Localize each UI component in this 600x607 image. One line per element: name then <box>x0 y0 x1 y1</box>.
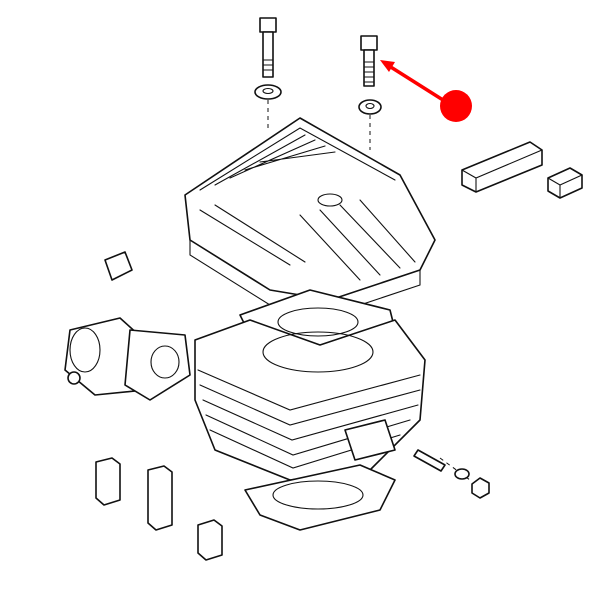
exhaust-washer[interactable] <box>454 468 470 480</box>
intake-bracket[interactable] <box>104 251 133 281</box>
fin-damper-1[interactable] <box>95 457 121 506</box>
exhaust-port <box>344 419 396 461</box>
washer-left[interactable] <box>254 84 282 100</box>
intake-nut[interactable] <box>67 371 81 385</box>
fin-damper-long[interactable] <box>461 141 543 193</box>
pointer-arrow-line <box>385 62 444 102</box>
washer-right[interactable] <box>358 99 382 115</box>
fin-damper-2[interactable] <box>147 465 173 531</box>
fin-damper-3[interactable] <box>197 519 223 561</box>
pointer-arrowhead-icon <box>380 60 395 72</box>
exhaust-stud[interactable] <box>413 449 446 472</box>
head-bolt-left[interactable] <box>259 17 277 78</box>
fin-damper-short[interactable] <box>547 167 583 199</box>
base-gasket[interactable] <box>244 464 396 531</box>
cylinder-block[interactable] <box>194 319 426 481</box>
intake-manifold[interactable] <box>64 317 191 401</box>
cylinder-head-bolt[interactable] <box>360 35 378 87</box>
highlight-pointer <box>380 60 472 122</box>
assembly-guide-lines <box>267 100 471 481</box>
cylinder-head[interactable] <box>184 117 436 316</box>
exhaust-nut[interactable] <box>471 477 490 499</box>
pointer-dot-icon <box>440 90 472 122</box>
